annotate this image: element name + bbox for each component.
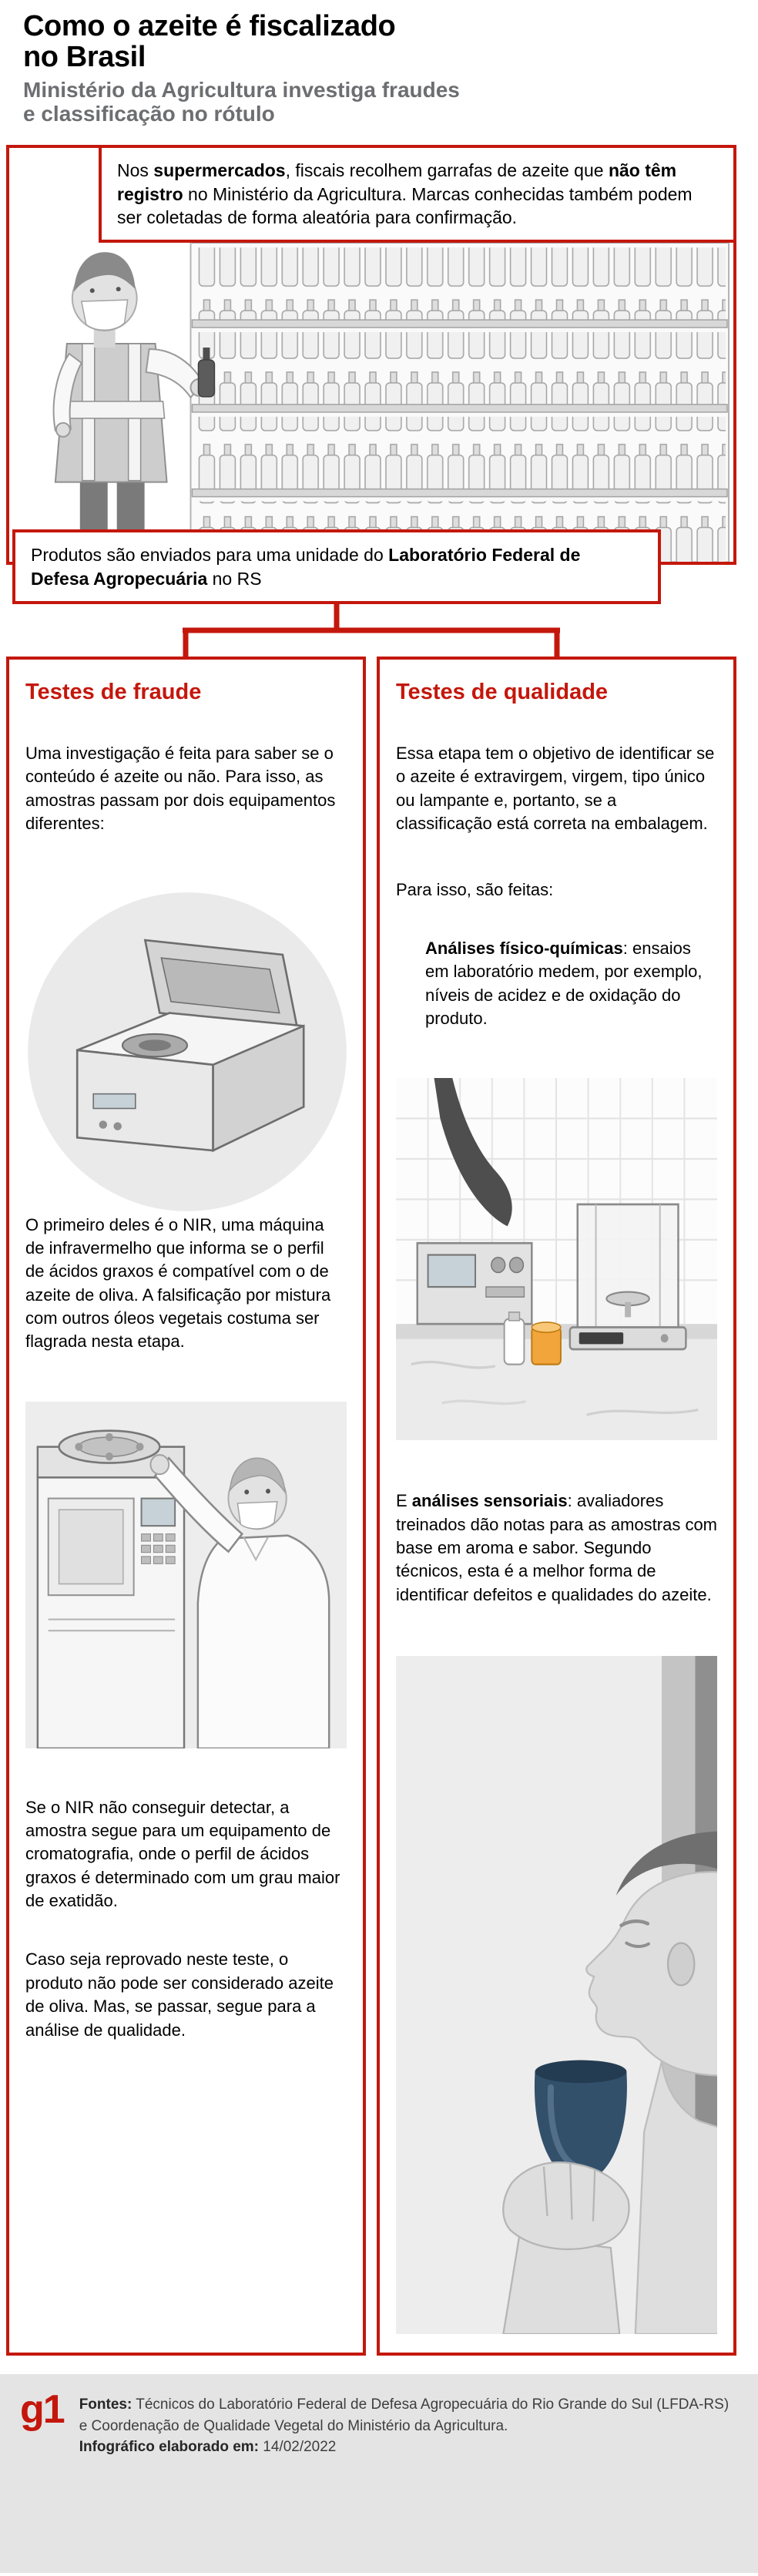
test-columns: Testes de fraude Uma investigação é feit…: [6, 657, 736, 2356]
collection-note-seg1: Nos: [117, 160, 154, 181]
shipping-note-seg1: Produtos são enviados para uma unidade d…: [31, 545, 389, 566]
footer-made-label: Infográfico elaborado em:: [79, 2439, 259, 2456]
chromatography-drawing: [25, 1401, 347, 1748]
fraud-result-paragraph: Caso seja reprovado neste teste, o produ…: [25, 1950, 334, 2040]
nir-machine: [75, 939, 305, 1152]
sensory-seg1: E: [396, 1491, 412, 1511]
physico-chemical-lead: Análises físico-químicas: [425, 938, 623, 958]
fraud-tests-heading: Testes de fraude: [25, 680, 202, 705]
title-line-1: Como o azeite é fiscalizado: [23, 10, 396, 42]
footer: g1 Fontes: Técnicos do Laboratório Feder…: [0, 2374, 758, 2574]
taster-face: [585, 1831, 717, 2335]
amber-sample: [503, 1312, 562, 1366]
gloved-hand: [434, 1078, 512, 1227]
shipping-note-seg2: no RS: [207, 568, 262, 589]
footer-made: Infográfico elaborado em: 14/02/2022: [79, 2437, 730, 2458]
footer-sources-text: Técnicos do Laboratório Federal de Defes…: [79, 2396, 729, 2434]
quality-intro-paragraph: Essa etapa tem o objetivo de identificar…: [396, 744, 715, 834]
flow-connector: [0, 604, 758, 657]
shipping-note-text: Produtos são enviados para uma unidade d…: [31, 543, 642, 590]
shipping-note-bold1: Laboratório Federal de Defesa Agropecuár…: [31, 545, 581, 589]
footer-sources-label: Fontes:: [79, 2396, 132, 2413]
nir-paragraph: O primeiro deles é o NIR, uma máquina de…: [25, 1214, 331, 1352]
chromatography-machine: [36, 1429, 186, 1748]
collection-note-bold2: não têm registro: [117, 160, 677, 204]
tasting-glass: [534, 2060, 627, 2185]
sensory-tasting-illustration: [396, 1656, 717, 2335]
lab-technician: [149, 1453, 330, 1748]
flow-connector-lines: [183, 604, 560, 657]
collection-section: Nos supermercados, fiscais recolhem garr…: [6, 145, 736, 566]
header: Como o azeite é fiscalizado no Brasil Mi…: [0, 0, 758, 126]
analytical-balance: [568, 1203, 687, 1351]
subtitle-line-1: Ministério da Agricultura investiga frau…: [23, 77, 460, 102]
footer-sources: Fontes: Técnicos do Laboratório Federal …: [79, 2394, 730, 2437]
balance-lab-drawing: [396, 1078, 717, 1441]
sensory-rest: : avaliadores treinados dão notas para a…: [396, 1491, 718, 1604]
collection-note-seg2: , fiscais recolhem garrafas de azeite qu…: [285, 160, 609, 181]
physico-chemical-rest: : ensaios em laboratório medem, por exem…: [425, 938, 703, 1028]
left-instrument: [416, 1242, 533, 1325]
quality-tests-column: Testes de qualidade Essa etapa tem o obj…: [377, 657, 736, 2356]
analytical-balance-illustration: [396, 1078, 717, 1441]
page-subtitle: Ministério da Agricultura investiga frau…: [23, 78, 735, 127]
g1-logo: g1: [20, 2387, 65, 2433]
collection-note-text: Nos supermercados, fiscais recolhem garr…: [117, 159, 718, 229]
collection-note-box: Nos supermercados, fiscais recolhem garr…: [99, 145, 736, 243]
title-line-2: no Brasil: [23, 41, 146, 74]
quality-lead-in-paragraph: Para isso, são feitas:: [396, 879, 554, 899]
sensory-paragraph: E análises sensoriais: avaliadores trein…: [396, 1490, 717, 1607]
nir-machine-illustration: [25, 890, 349, 1214]
fraud-intro-paragraph: Uma investigação é feita para saber se o…: [25, 744, 336, 834]
page-title: Como o azeite é fiscalizado no Brasil: [23, 11, 735, 73]
fraud-tests-column: Testes de fraude Uma investigação é feit…: [6, 657, 366, 2356]
chromatography-paragraph: Se o NIR não conseguir detectar, a amost…: [25, 1797, 340, 1911]
taster-hand: [502, 2161, 630, 2335]
subtitle-line-2: e classificação no rótulo: [23, 102, 275, 126]
nir-machine-drawing: [28, 892, 347, 1211]
physico-chemical-paragraph: Análises físico-químicas: ensaios em lab…: [425, 937, 717, 1030]
quality-tests-heading: Testes de qualidade: [396, 680, 609, 705]
collection-note-seg3: no Ministério da Agricultura. Marcas con…: [117, 183, 693, 228]
tasting-drawing: [396, 1656, 717, 2335]
shipping-note-box: Produtos são enviados para uma unidade d…: [12, 529, 661, 605]
sensory-lead: análises sensoriais: [411, 1491, 568, 1511]
collection-note-bold1: supermercados: [153, 160, 286, 181]
chromatography-illustration: [25, 1401, 347, 1748]
footer-credits: Fontes: Técnicos do Laboratório Federal …: [79, 2391, 730, 2458]
footer-made-value: 14/02/2022: [259, 2439, 337, 2456]
